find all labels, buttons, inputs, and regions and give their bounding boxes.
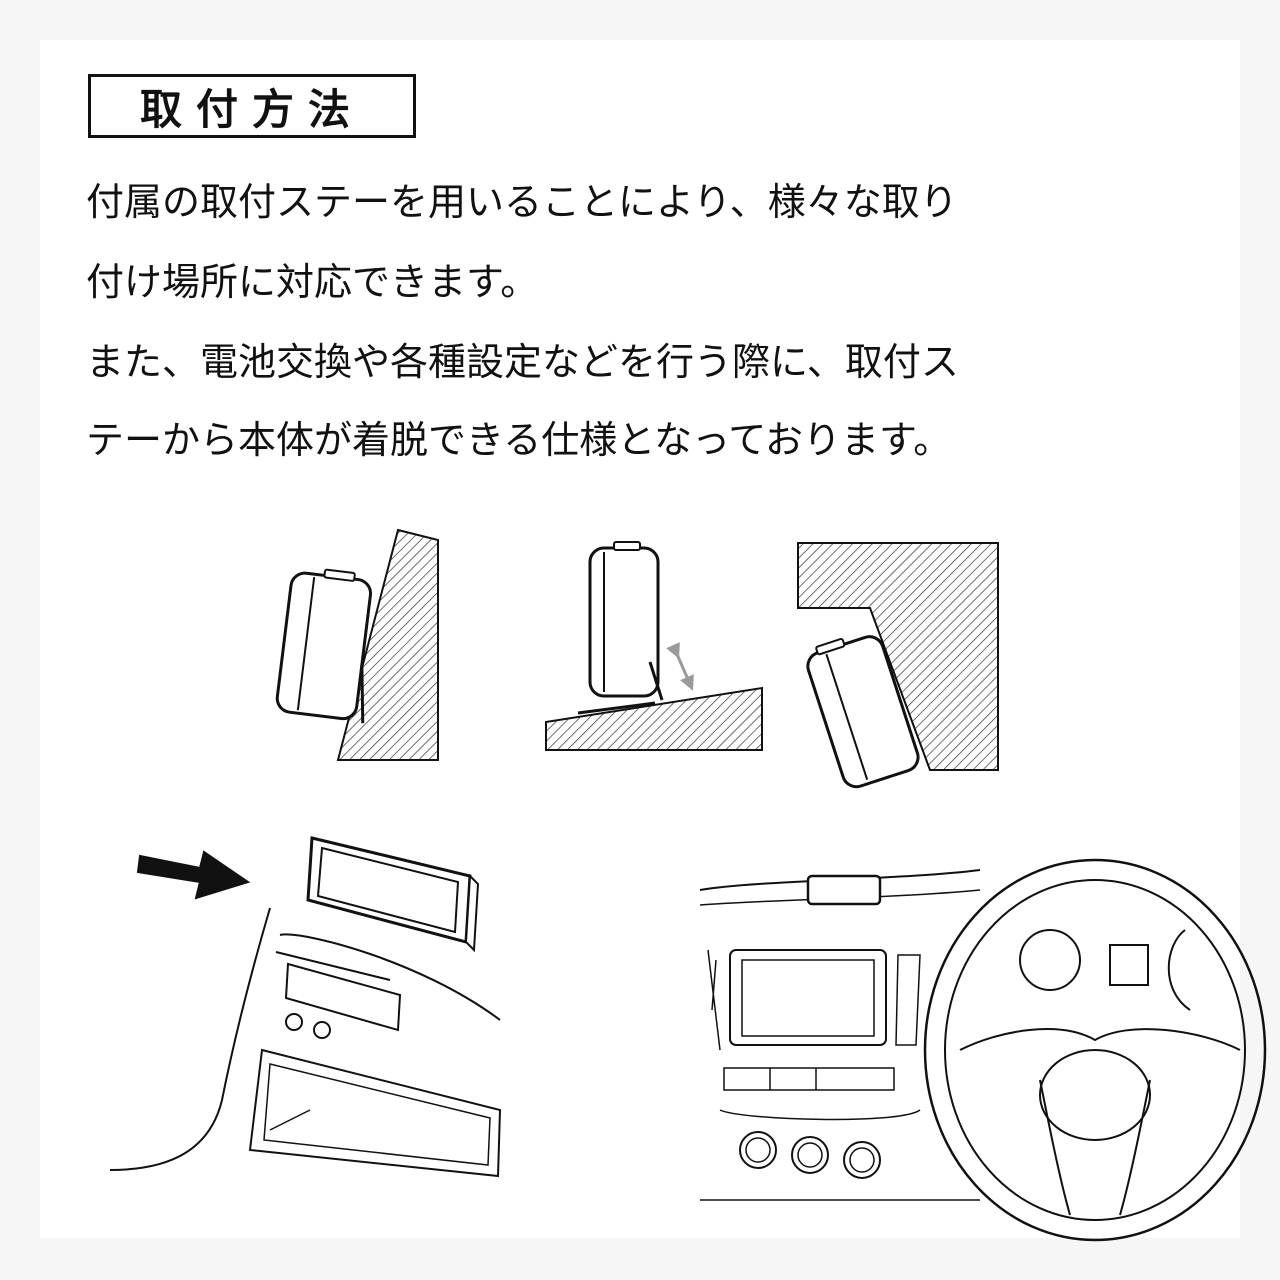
description-line-4: テーから本体が着脱できる仕様となっております。	[86, 418, 952, 462]
section-title: 取付方法	[88, 74, 416, 138]
adjust-angle-arrow	[666, 642, 694, 691]
pointer-arrow	[136, 850, 251, 900]
mount-stay	[577, 701, 656, 715]
control-strip	[723, 1067, 895, 1091]
clock-device-side-2	[588, 541, 664, 701]
clock-device-side-3	[806, 635, 920, 789]
climate-knob-left	[739, 1131, 777, 1169]
dash-compartment	[248, 1048, 502, 1178]
dash-display	[284, 962, 402, 1032]
dashboard-mount-closeup-illustration	[109, 836, 502, 1178]
tilted-base-mount-illustration	[545, 541, 763, 751]
dash-knob-right	[313, 1021, 331, 1039]
steering-wheel	[923, 858, 1267, 1242]
sloped-base	[545, 686, 763, 751]
ceiling-corner	[797, 542, 999, 771]
car-interior-illustration	[699, 858, 1267, 1242]
climate-knob-center	[791, 1136, 829, 1174]
clock-device-side-1	[275, 568, 373, 724]
center-screen	[729, 949, 887, 1046]
ceiling-corner-mount-illustration	[797, 542, 999, 789]
clock-device-front	[306, 836, 480, 953]
gauge-left	[1019, 929, 1081, 991]
gauge-center	[1109, 944, 1149, 986]
climate-knob-right	[843, 1141, 881, 1179]
description-line-3: また、電池交換や各種設定などを行う際に、取付ス	[86, 340, 959, 384]
dash-knob-left	[285, 1013, 303, 1031]
gauge-right	[1167, 929, 1191, 1011]
slanted-wall-mount-illustration	[275, 528, 439, 761]
dashboard-contour	[109, 907, 271, 1171]
mounted-clock-device	[806, 874, 882, 906]
air-vent	[895, 954, 921, 1046]
description-line-2: 付け場所に対応できます。	[86, 260, 539, 304]
description-line-1: 付属の取付ステーを用いることにより、様々な取り	[86, 180, 958, 224]
